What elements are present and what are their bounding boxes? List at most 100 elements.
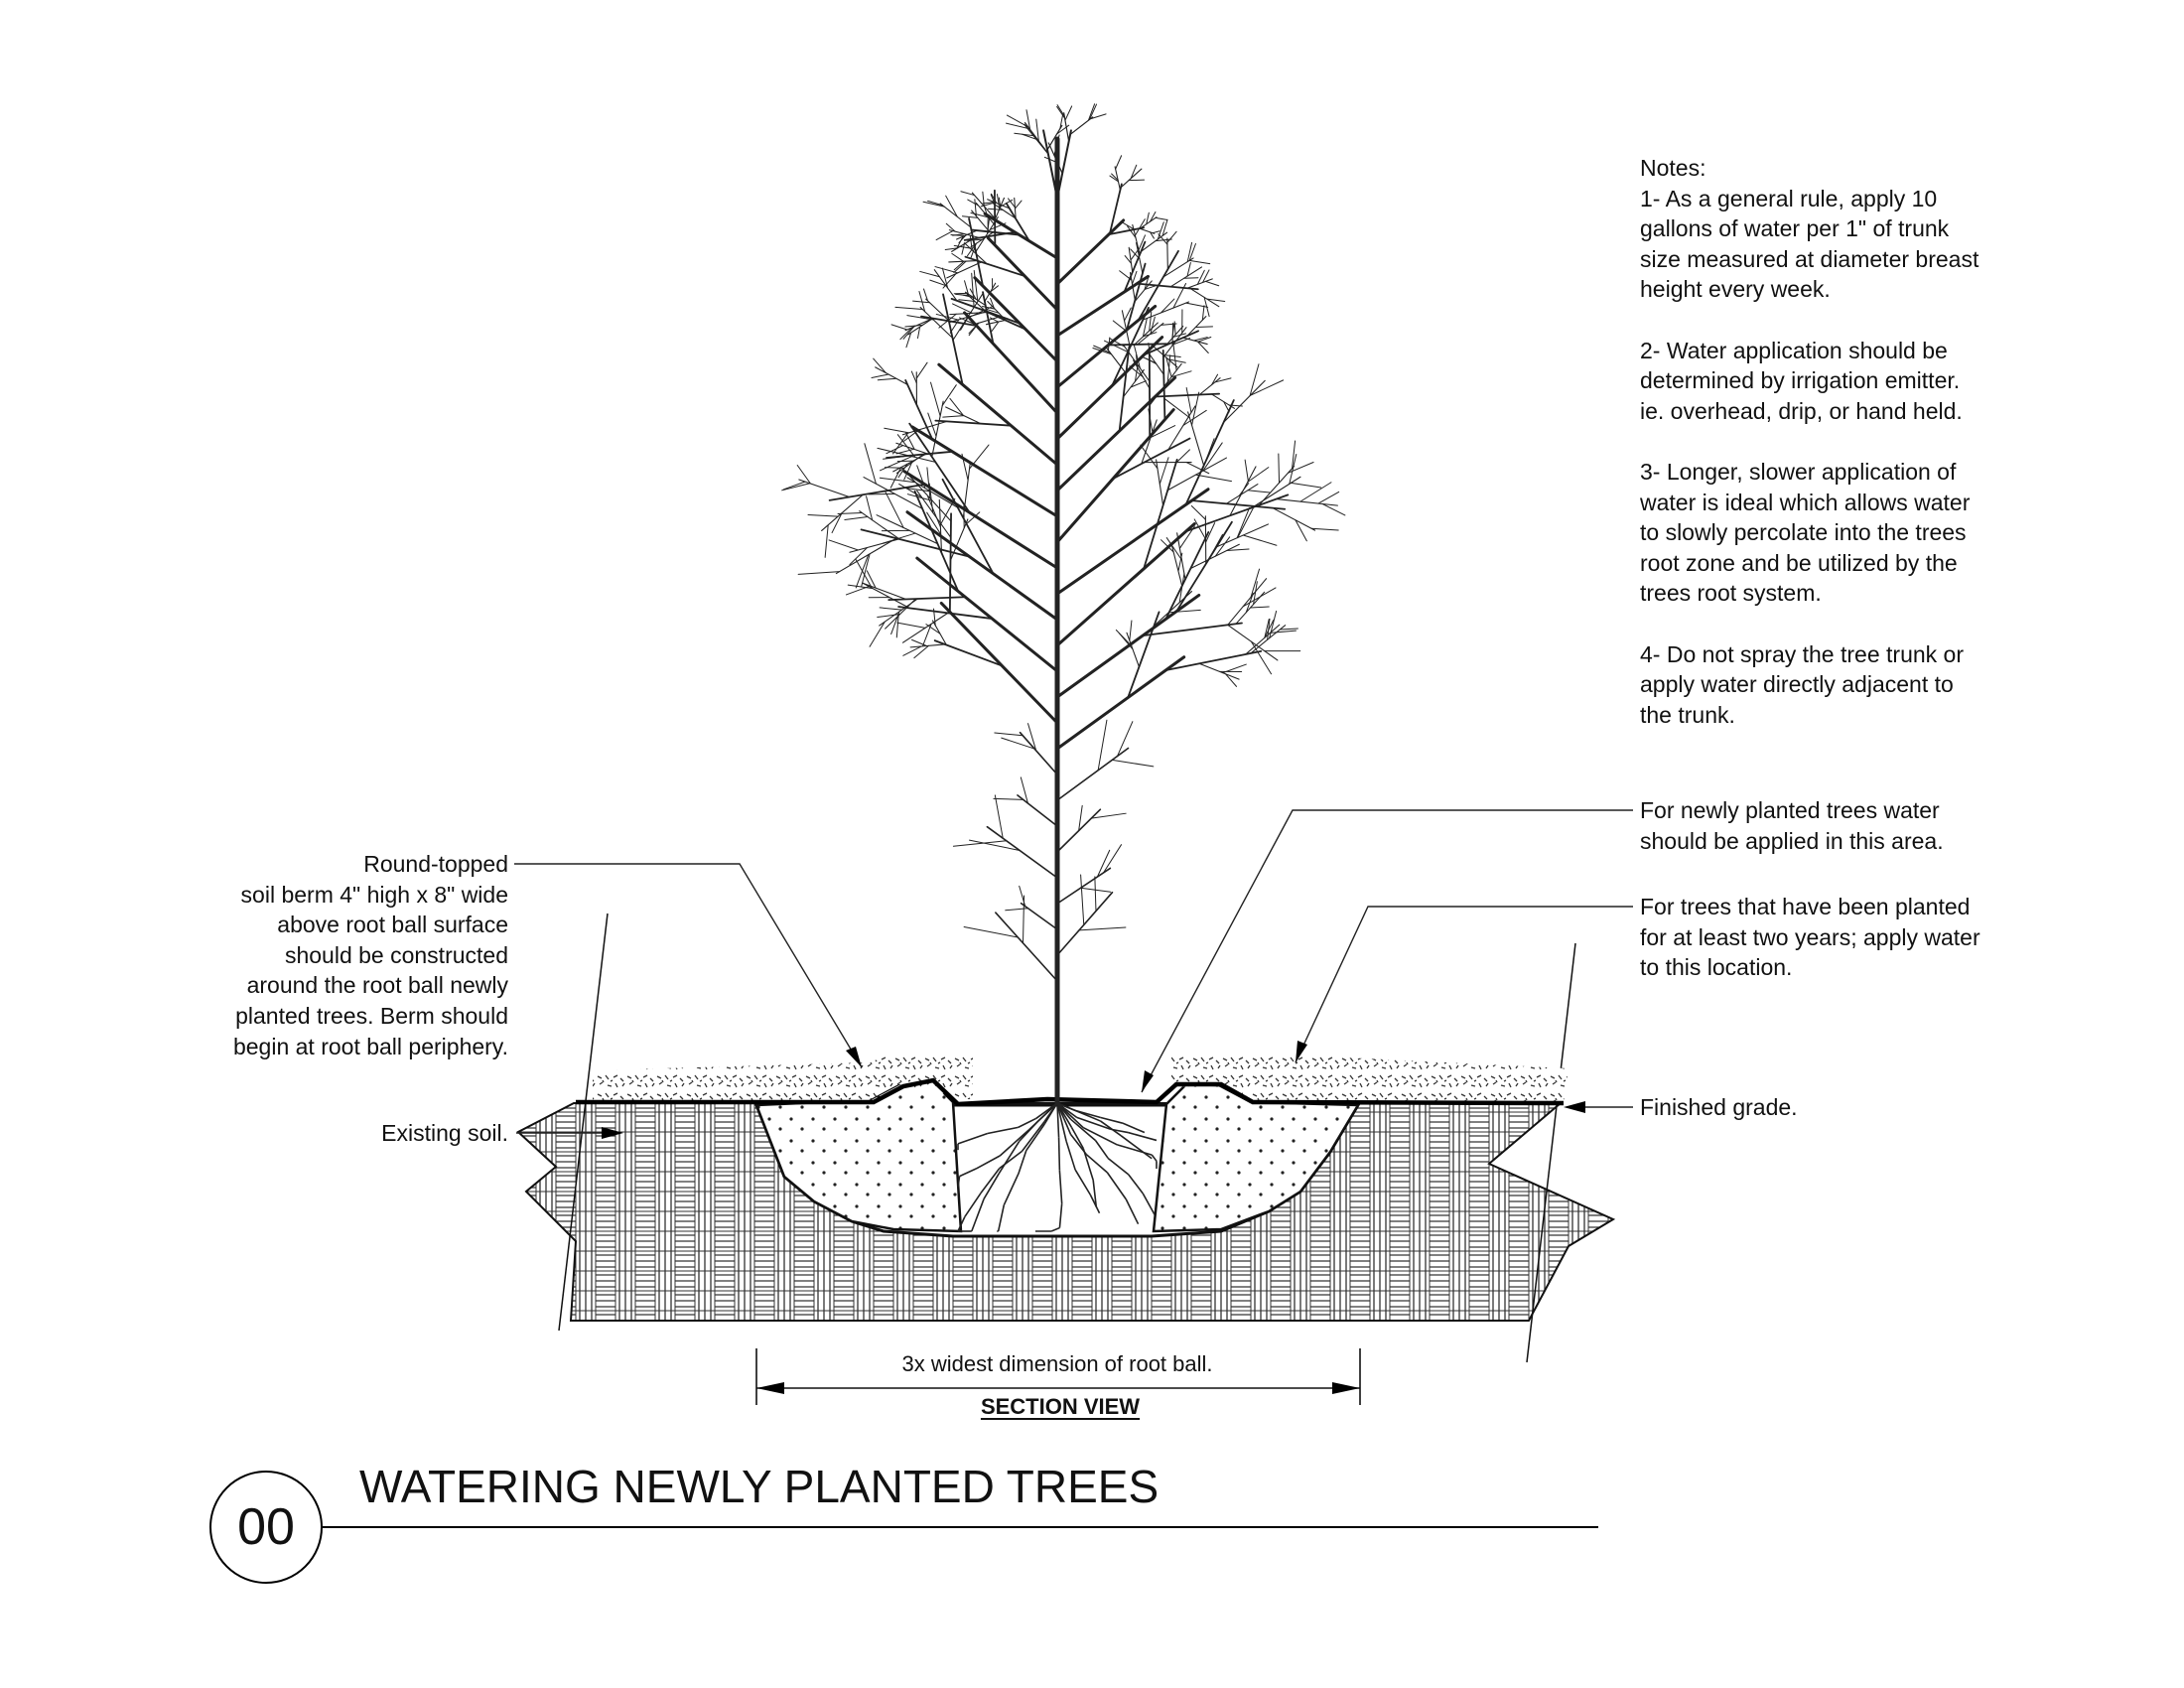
tree-branch — [1201, 438, 1215, 473]
tree-branch — [1244, 459, 1249, 482]
tree-branch — [879, 607, 902, 611]
callout-berm: Round-topped soil berm 4" high x 8" wide… — [149, 849, 508, 1061]
tree-branch — [1196, 341, 1209, 354]
root — [997, 1204, 1006, 1232]
tree-branch — [1165, 325, 1184, 347]
tree-branch — [1154, 392, 1221, 398]
note-line: 1- As a general rule, apply 10 — [1640, 185, 1938, 211]
finished-grade-line — [576, 1077, 1565, 1107]
tree-branch — [781, 483, 811, 492]
tree-branch — [1321, 502, 1346, 516]
tree-branch — [1161, 218, 1168, 236]
tree-branch — [1124, 307, 1132, 322]
tree-branch — [975, 202, 996, 226]
tree-branch — [1184, 493, 1290, 533]
tree-branch — [923, 288, 929, 302]
tree-branch — [912, 300, 930, 304]
root — [1128, 1131, 1158, 1142]
tree-branch — [1272, 507, 1316, 531]
tree-branch — [1097, 719, 1108, 772]
tree-branch — [961, 243, 965, 255]
tree-branch — [915, 556, 1059, 673]
tree-branch — [991, 321, 1000, 332]
tree-branch — [1080, 874, 1085, 925]
tree-branch — [1027, 723, 1037, 752]
tree-branch — [1064, 105, 1073, 121]
tree-branch — [1299, 482, 1332, 502]
tree-branch — [949, 518, 969, 561]
tree-branch — [1190, 505, 1206, 520]
tree-branch — [847, 584, 874, 590]
tree-branch — [1247, 490, 1271, 493]
tree-branch — [1140, 216, 1158, 229]
tree-branch — [1204, 280, 1220, 287]
tree-branch — [966, 306, 993, 320]
root — [957, 1216, 966, 1232]
root — [998, 1140, 1021, 1175]
tree-branch — [906, 493, 933, 501]
tree-branch — [1020, 776, 1028, 804]
tree-branch — [1005, 202, 1030, 242]
detail-number: 00 — [237, 1498, 295, 1556]
tree-branch — [1158, 233, 1168, 245]
tree-branch — [1249, 363, 1260, 397]
tree-branch — [1250, 625, 1287, 654]
tree-branch — [972, 316, 1000, 326]
callout-line: For trees that have been planted — [1640, 894, 1971, 919]
tree-branch — [1014, 200, 1023, 210]
tree-branch — [1169, 266, 1203, 288]
tree-branch — [837, 512, 863, 514]
tree-branch — [1139, 227, 1156, 234]
tree-branch — [1094, 876, 1097, 913]
tree-branch — [1122, 344, 1151, 382]
tree-branch — [831, 512, 843, 534]
tree-branch — [1087, 103, 1096, 121]
root — [1070, 1126, 1084, 1149]
root — [1050, 1226, 1060, 1232]
tree-branch — [1182, 337, 1208, 346]
tree-branch — [927, 200, 944, 207]
callout-finished-grade: Finished grade. — [1640, 1094, 1798, 1120]
tree-branch — [886, 445, 904, 455]
root — [1058, 1170, 1063, 1204]
root — [1082, 1148, 1094, 1181]
tree-branch — [929, 279, 947, 287]
tree-branch — [1047, 142, 1063, 175]
tree-branch — [1121, 310, 1131, 349]
root — [975, 1155, 1001, 1170]
tree-branch — [1042, 129, 1058, 200]
tree-branch — [1137, 249, 1179, 322]
tree-branch — [919, 270, 940, 278]
root — [1125, 1198, 1140, 1225]
tree-branch — [944, 247, 958, 250]
tree-branch — [1187, 411, 1205, 467]
tree-branch — [971, 272, 975, 308]
tree-branch — [882, 532, 916, 544]
root — [957, 1132, 989, 1145]
tree-branch — [1141, 419, 1158, 465]
tree-branch — [1197, 337, 1212, 343]
tree-branch — [807, 514, 839, 517]
tree-branch — [916, 465, 926, 490]
note-line: trees root system. — [1640, 580, 1822, 607]
tree-branch — [896, 434, 916, 458]
tree-branch — [1227, 578, 1268, 626]
tree-branch — [877, 377, 897, 381]
notes-block: Notes: 1- As a general rule, apply 10 ga… — [1640, 153, 1979, 730]
root — [1089, 1194, 1101, 1214]
root — [1120, 1135, 1153, 1160]
tree-branch — [1159, 457, 1169, 485]
tree-branch — [824, 524, 829, 558]
tree-branch — [1175, 449, 1190, 464]
note-line: 3- Longer, slower application of — [1640, 458, 1957, 485]
tree-branch — [908, 422, 971, 514]
root — [971, 1198, 985, 1232]
note-line: size measured at diameter breast — [1640, 245, 1979, 272]
tree-branch — [903, 462, 913, 481]
tree-branch — [1184, 399, 1235, 506]
tree-branch — [1162, 257, 1194, 278]
tree-branch — [922, 201, 945, 208]
tree-branch — [1163, 398, 1190, 419]
tree-branch — [982, 201, 995, 205]
tree-branch — [828, 539, 859, 551]
